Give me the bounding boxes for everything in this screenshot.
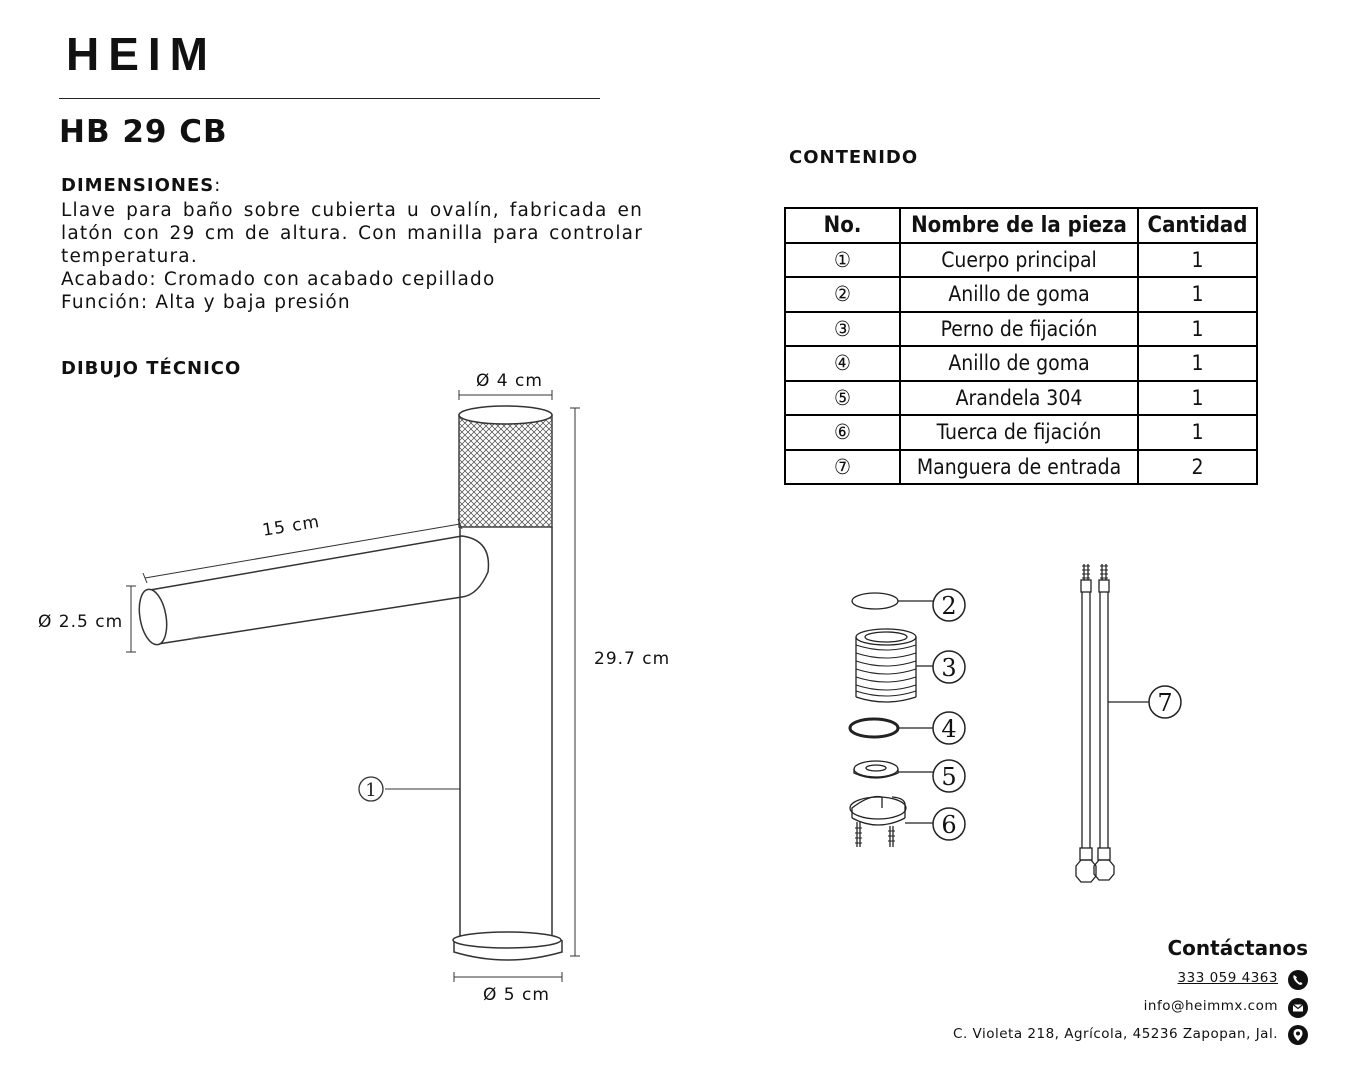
callout-5-label: 5 [941, 763, 956, 791]
description-text: Llave para baño sobre cubierta u ovalín,… [61, 200, 643, 267]
header-divider [59, 98, 600, 99]
row-no: ② [784, 276, 901, 313]
row-no: ④ [784, 345, 901, 382]
row-qty: 1 [1137, 276, 1258, 313]
col-name: Nombre de la pieza [899, 207, 1139, 244]
table-header-row: No. Nombre de la pieza Cantidad [784, 207, 1258, 244]
finish-text: Acabado: Cromado con acabado cepillado [61, 269, 496, 290]
spout-diameter-label: Ø 2.5 cm [38, 612, 124, 632]
callout-2 [932, 588, 966, 622]
row-qty: 1 [1137, 379, 1258, 416]
contact-heading: Contáctanos [1167, 936, 1308, 960]
drawing-heading: DIBUJO TÉCNICO [61, 358, 242, 379]
row-name: Perno de fijación [899, 310, 1139, 347]
location-pin-icon [1288, 1025, 1308, 1045]
callout-6 [932, 807, 966, 841]
top-diameter-label: Ø 4 cm [476, 371, 543, 391]
part-6-nut [849, 795, 907, 847]
part-4-ring [848, 717, 900, 739]
callout-5 [932, 759, 966, 793]
callout-4-label: 4 [941, 715, 956, 743]
address-text: C. Violeta 218, Agrícola, 45236 Zapopan,… [953, 1026, 1278, 1042]
row-qty: 1 [1137, 414, 1258, 451]
col-qty: Cantidad [1137, 207, 1258, 244]
callout-1 [358, 776, 384, 802]
brand-logo: HEIM [66, 28, 217, 80]
row-no: ① [784, 241, 901, 278]
row-name: Manguera de entrada [899, 448, 1139, 485]
faucet-body [138, 405, 563, 961]
part-7-hoses [1075, 564, 1115, 883]
row-qty: 2 [1137, 448, 1258, 485]
part-5-washer [853, 760, 899, 779]
base-diameter-label: Ø 5 cm [483, 985, 550, 1005]
part-2-ring [851, 592, 899, 610]
callout-3-label: 3 [941, 654, 956, 682]
mail-icon [1288, 998, 1308, 1018]
product-model: HB 29 CB [59, 114, 228, 150]
dimensions-heading: DIMENSIONES: [61, 175, 222, 196]
row-no: ⑦ [784, 448, 901, 485]
email-link[interactable]: info@heimmx.com [1143, 998, 1278, 1014]
row-name: Tuerca de fijación [899, 414, 1139, 451]
height-label: 29.7 cm [594, 649, 671, 669]
callout-1-label: 1 [365, 780, 376, 801]
dimension-lines [126, 390, 580, 982]
parts-drawing: 2 3 4 5 6 7 [848, 564, 1182, 883]
callout-3 [932, 650, 966, 684]
row-qty: 1 [1137, 310, 1258, 347]
col-no: No. [784, 207, 901, 244]
phone-icon [1288, 970, 1308, 990]
contents-heading: CONTENIDO [789, 147, 919, 168]
row-name: Anillo de goma [899, 345, 1139, 382]
row-qty: 1 [1137, 345, 1258, 382]
function-text: Función: Alta y baja presión [61, 292, 351, 313]
row-no: ⑥ [784, 414, 901, 451]
row-no: ⑤ [784, 379, 901, 416]
row-name: Arandela 304 [899, 379, 1139, 416]
faucet-drawing: 1 [126, 390, 580, 982]
row-name: Anillo de goma [899, 276, 1139, 313]
callout-7 [1148, 685, 1182, 719]
row-no: ③ [784, 310, 901, 347]
row-qty: 1 [1137, 241, 1258, 278]
phone-link[interactable]: 333 059 4363 [1177, 970, 1278, 986]
part-3-bolt [855, 628, 917, 703]
dimensions-description: Llave para baño sobre cubierta u ovalín,… [61, 199, 643, 314]
row-name: Cuerpo principal [899, 241, 1139, 278]
callout-2-label: 2 [941, 592, 956, 620]
callout-4 [932, 711, 966, 745]
callout-7-label: 7 [1157, 689, 1172, 717]
callout-6-label: 6 [941, 811, 956, 839]
